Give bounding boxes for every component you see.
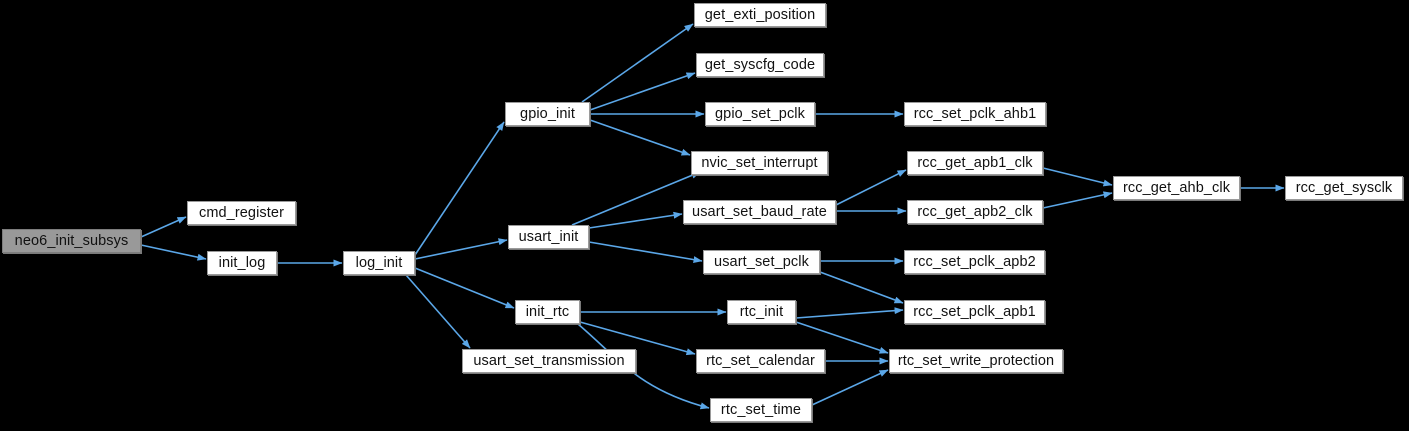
node-label-rcc_get_apb2_clk: rcc_get_apb2_clk [917, 203, 1033, 220]
node-label-get_exti_position: get_exti_position [704, 6, 816, 23]
edge-usart_init-to-nvic_set_interrupt [571, 171, 701, 226]
node-init_log[interactable]: init_log [207, 251, 277, 275]
edge-log_init-to-gpio_init [414, 121, 505, 256]
node-label-rtc_init: rtc_init [739, 303, 784, 320]
edge-neo6_init_subsys-to-cmd_register [140, 216, 187, 238]
node-rcc_get_apb1_clk[interactable]: rcc_get_apb1_clk [907, 151, 1043, 175]
node-rcc_get_ahb_clk[interactable]: rcc_get_ahb_clk [1113, 176, 1240, 200]
node-label-rcc_set_pclk_apb1: rcc_set_pclk_apb1 [913, 303, 1036, 320]
node-usart_set_transmission[interactable]: usart_set_transmission [462, 349, 636, 373]
edge-usart_init-to-usart_set_pclk [588, 241, 703, 264]
node-rcc_get_apb2_clk[interactable]: rcc_get_apb2_clk [907, 200, 1043, 224]
node-label-rtc_set_calendar: rtc_set_calendar [706, 352, 815, 369]
node-label-cmd_register: cmd_register [198, 204, 284, 221]
node-label-usart_set_transmission: usart_set_transmission [473, 352, 625, 369]
node-label-get_syscfg_code: get_syscfg_code [704, 56, 816, 73]
node-label-neo6_init_subsys: neo6_init_subsys [14, 232, 129, 249]
node-label-rcc_set_pclk_ahb1: rcc_set_pclk_ahb1 [913, 105, 1037, 122]
edge-gpio_init-to-get_exti_position [581, 23, 694, 103]
node-rtc_set_write_protection[interactable]: rtc_set_write_protection [889, 349, 1063, 373]
node-gpio_set_pclk[interactable]: gpio_set_pclk [705, 102, 815, 126]
edge-rtc_init-to-rtc_set_write_protection [795, 321, 889, 354]
node-label-gpio_set_pclk: gpio_set_pclk [715, 105, 805, 122]
node-rtc_set_time[interactable]: rtc_set_time [710, 398, 812, 422]
node-label-rcc_get_apb1_clk: rcc_get_apb1_clk [917, 154, 1033, 171]
node-nvic_set_interrupt[interactable]: nvic_set_interrupt [691, 151, 828, 175]
edge-rtc_set_time-to-rtc_set_write_protection [811, 369, 889, 406]
node-label-gpio_init: gpio_init [520, 105, 575, 122]
node-rcc_get_sysclk[interactable]: rcc_get_sysclk [1285, 176, 1403, 200]
node-rcc_set_pclk_ahb1[interactable]: rcc_set_pclk_ahb1 [904, 102, 1046, 126]
node-label-rtc_set_write_protection: rtc_set_write_protection [897, 352, 1055, 369]
edge-usart_init-to-usart_set_baud_rate [588, 211, 683, 229]
node-rcc_set_pclk_apb2[interactable]: rcc_set_pclk_apb2 [904, 250, 1045, 274]
node-label-rtc_set_time: rtc_set_time [720, 401, 802, 418]
edge-log_init-to-init_rtc [414, 267, 515, 309]
node-label-init_log: init_log [218, 254, 266, 271]
node-usart_set_pclk[interactable]: usart_set_pclk [703, 250, 820, 274]
edge-usart_set_baud_rate-to-rcc_get_apb1_clk [835, 169, 907, 206]
node-label-usart_set_pclk: usart_set_pclk [714, 253, 809, 270]
node-label-usart_init: usart_init [518, 228, 579, 245]
edge-usart_set_pclk-to-rcc_set_pclk_apb1 [819, 271, 904, 304]
edge-init_rtc-to-rtc_set_calendar [579, 321, 696, 356]
edge-gpio_init-to-get_syscfg_code [589, 72, 696, 111]
node-neo6_init_subsys[interactable]: neo6_init_subsys [2, 229, 141, 253]
node-get_exti_position[interactable]: get_exti_position [694, 3, 826, 27]
edge-rtc_init-to-rcc_set_pclk_apb1 [795, 307, 904, 319]
node-log_init[interactable]: log_init [343, 251, 415, 275]
node-label-usart_set_baud_rate: usart_set_baud_rate [692, 203, 827, 220]
edge-rcc_get_apb1_clk-to-rcc_get_ahb_clk [1042, 167, 1113, 187]
node-label-rcc_set_pclk_apb2: rcc_set_pclk_apb2 [913, 253, 1036, 270]
node-rtc_init[interactable]: rtc_init [727, 300, 796, 324]
node-label-rcc_get_sysclk: rcc_get_sysclk [1295, 179, 1393, 196]
edge-log_init-to-usart_init [414, 238, 508, 260]
node-usart_set_baud_rate[interactable]: usart_set_baud_rate [683, 200, 836, 224]
edges-group [140, 23, 1285, 410]
node-gpio_init[interactable]: gpio_init [505, 102, 590, 126]
edge-gpio_init-to-nvic_set_interrupt [589, 119, 691, 156]
edge-rcc_get_apb2_clk-to-rcc_get_ahb_clk [1042, 191, 1113, 209]
node-label-init_rtc: init_rtc [525, 303, 570, 320]
node-rcc_set_pclk_apb1[interactable]: rcc_set_pclk_apb1 [904, 300, 1045, 324]
node-get_syscfg_code[interactable]: get_syscfg_code [696, 53, 824, 77]
node-cmd_register[interactable]: cmd_register [187, 201, 296, 225]
edge-neo6_init_subsys-to-init_log [140, 244, 207, 261]
node-label-log_init: log_init [355, 254, 403, 271]
node-usart_init[interactable]: usart_init [508, 225, 589, 249]
node-init_rtc[interactable]: init_rtc [515, 300, 580, 324]
node-label-nvic_set_interrupt: nvic_set_interrupt [701, 154, 818, 171]
node-rtc_set_calendar[interactable]: rtc_set_calendar [696, 349, 825, 373]
node-label-rcc_get_ahb_clk: rcc_get_ahb_clk [1122, 179, 1231, 196]
edge-log_init-to-usart_set_transmission [405, 274, 471, 349]
